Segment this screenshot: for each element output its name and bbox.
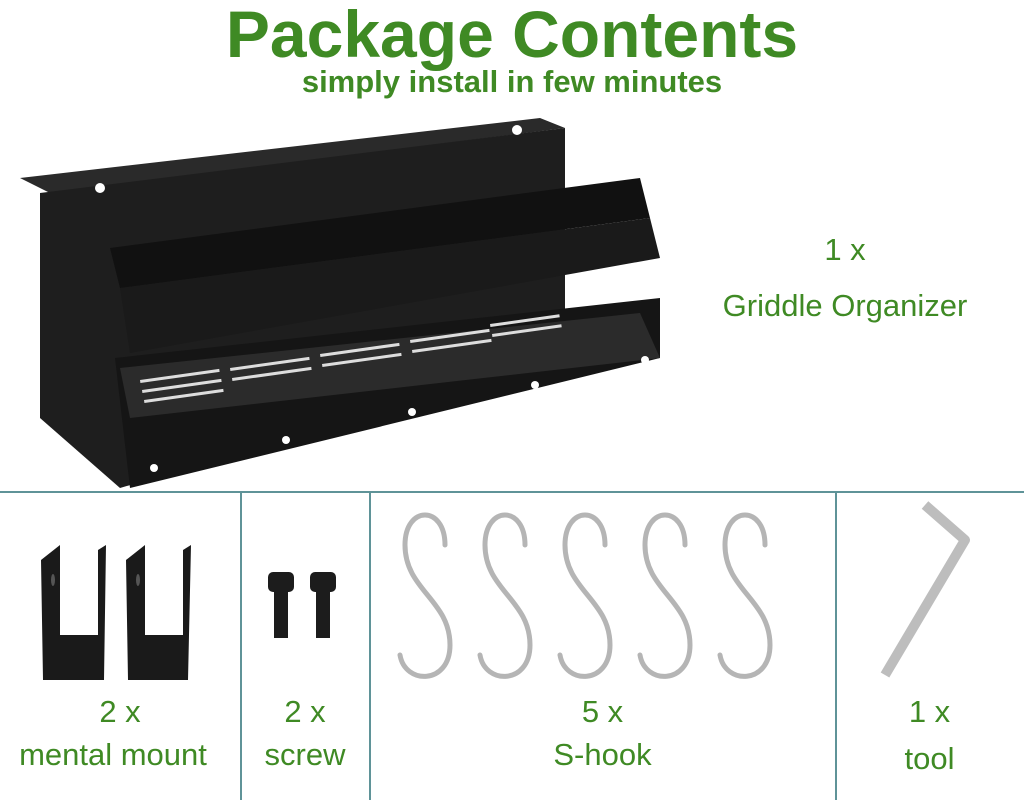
mount-image [41,545,191,680]
divider [240,492,242,800]
screw-qty: 2 x [284,694,326,729]
divider [835,492,837,800]
tool-name: tool [904,741,955,776]
screw-name: screw [264,737,346,772]
s-hooks-image [397,512,773,679]
hex-key-tool-image [880,501,970,678]
page-title: Package Contents [225,0,799,71]
main-item-name: Griddle Organizer [722,288,968,323]
screws-image [268,572,336,638]
mount-qty: 2 x [99,694,141,729]
mount-name: mental mount [19,737,207,772]
tool-qty: 1 x [908,694,951,729]
divider [369,492,371,800]
s-hook-name: S-hook [553,737,652,772]
page-subtitle: simply install in few minutes [301,64,723,99]
divider-horizontal [0,491,1024,493]
main-item-qty: 1 x [824,232,866,267]
s-hook-qty: 5 x [581,694,624,729]
griddle-organizer-image [20,118,660,488]
